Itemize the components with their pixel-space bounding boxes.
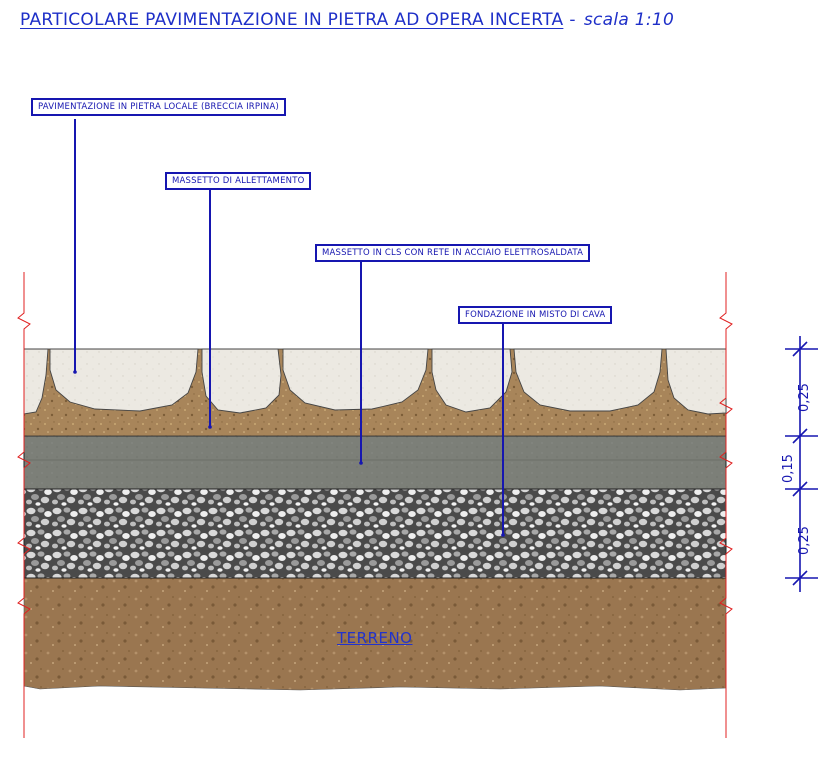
leader-dot-3: [359, 461, 363, 465]
dimension-1: 0,25: [797, 383, 812, 412]
stone-pavers: [23, 348, 727, 415]
label-terreno: TERRENO: [337, 629, 413, 647]
leader-dot-2: [208, 425, 212, 429]
title-separator: -: [569, 10, 576, 30]
label-massetto-allettamento: MASSETTO DI ALLETTAMENTO: [165, 172, 312, 190]
massetto-cls-layer: [23, 435, 727, 490]
drawing-title: PARTICOLARE PAVIMENTAZIONE IN PIETRA AD …: [20, 10, 674, 30]
title-main: PARTICOLARE PAVIMENTAZIONE IN PIETRA AD …: [20, 10, 564, 30]
title-scale: scala 1:10: [583, 10, 675, 30]
fondazione-layer: [23, 488, 727, 579]
label-massetto-cls: MASSETTO IN CLS CON RETE IN ACCIAIO ELET…: [315, 244, 591, 262]
label-fondazione: FONDAZIONE IN MISTO DI CAVA: [458, 306, 613, 324]
dimension-chain: [785, 336, 818, 592]
dimension-2: 0,15: [781, 454, 796, 483]
leader-dot-1: [73, 370, 77, 374]
label-pavimentazione: PAVIMENTAZIONE IN PIETRA LOCALE (BRECCIA…: [31, 98, 287, 116]
leader-dot-4: [501, 533, 505, 537]
dimension-3: 0,25: [797, 526, 812, 555]
break-line-left: [17, 272, 31, 738]
break-line-right: [719, 272, 733, 738]
